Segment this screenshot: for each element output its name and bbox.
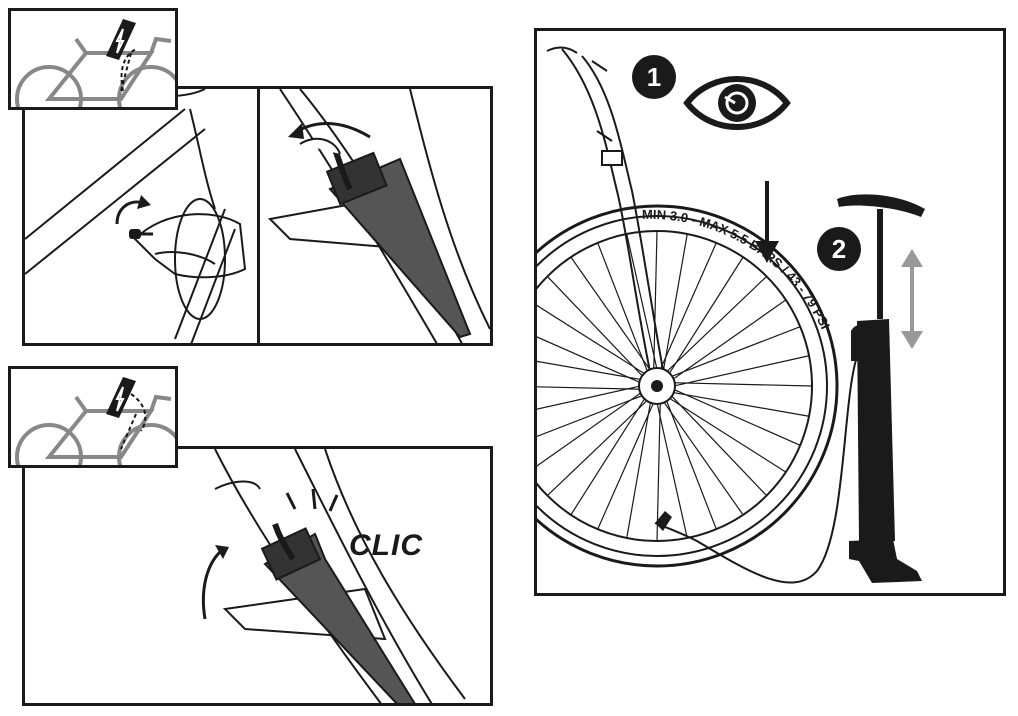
wheel-spoke [537, 387, 648, 467]
wheel-spoke [626, 233, 660, 377]
battery-icon [328, 157, 472, 339]
wheel-spoke [666, 381, 813, 387]
wheel-spoke [666, 385, 801, 446]
click-sound-label: CLIC [349, 529, 423, 562]
pump-stroke-arrow-icon [901, 249, 923, 349]
pump-hose [654, 350, 860, 584]
wheel-spoke [661, 233, 688, 378]
wheel-spoke [546, 275, 649, 383]
wheel-spoke [537, 360, 649, 382]
push-arrow-icon [201, 549, 223, 620]
wheel-spoke [656, 242, 717, 377]
bike-wheel [537, 204, 839, 568]
wheel-spoke [658, 395, 744, 516]
wheel-spoke [597, 242, 651, 379]
wheel-spoke [537, 304, 652, 379]
wheel-spoke [537, 386, 648, 391]
wheel-spoke [654, 395, 688, 539]
tire-inflation-illustration: MIN 3.0 - MAX 5.5 BARS / 43 - 79 PSI 1 2 [537, 46, 925, 584]
wheel-spoke [537, 392, 650, 437]
step-1-badge: 1 [632, 55, 676, 99]
wheel-spoke [537, 383, 648, 410]
wheel-spoke [665, 390, 810, 417]
bike-icon [15, 377, 175, 465]
key-icon [129, 229, 153, 239]
install-battery-panel: CLIC [22, 446, 493, 706]
wheel-spoke [665, 389, 768, 497]
battery-lightning-icon [106, 377, 136, 418]
install-battery-illustration [201, 449, 466, 703]
wheel-spoke [664, 326, 801, 380]
wheel-spoke [537, 336, 648, 387]
wheel-spoke [546, 394, 654, 497]
click-marks-icon [285, 488, 339, 512]
pull-battery-illustration [267, 89, 490, 343]
check-arrow-icon [755, 181, 779, 263]
remove-battery-unlock-panel [22, 86, 260, 346]
wheel-spoke [662, 393, 787, 473]
svg-text:2: 2 [832, 234, 846, 264]
wheel-spoke [597, 395, 658, 530]
wheel-spoke [652, 230, 658, 377]
unlock-illustration [25, 89, 247, 343]
valve-connector-icon [655, 511, 672, 531]
battery-lightning-icon [106, 19, 136, 60]
svg-text:1: 1 [647, 62, 661, 92]
wheel-spoke [626, 394, 653, 539]
wheel-spoke [570, 256, 656, 377]
remove-battery-pull-panel [257, 86, 493, 346]
bike-location-inset-bottom [8, 366, 178, 468]
insert-arrow-icon [130, 393, 147, 432]
wheel-spoke [663, 393, 717, 530]
eye-icon [683, 76, 791, 130]
wheel-spoke [660, 275, 768, 378]
wheel-spoke [666, 355, 810, 389]
wheel-spoke [656, 395, 662, 542]
pull-arrow-icon [297, 121, 371, 139]
remove-arrow-icon [120, 48, 137, 92]
bike-icon [15, 19, 175, 107]
floor-pump-icon [837, 194, 925, 583]
tire-pressure-panel: MIN 3.0 - MAX 5.5 BARS / 43 - 79 PSI 1 2 [534, 28, 1006, 596]
wheel-spoke [664, 256, 744, 381]
step-2-badge: 2 [817, 227, 861, 271]
wheel-spoke [570, 391, 650, 516]
bike-location-inset-top [8, 8, 178, 110]
wheel-spoke [666, 299, 787, 385]
